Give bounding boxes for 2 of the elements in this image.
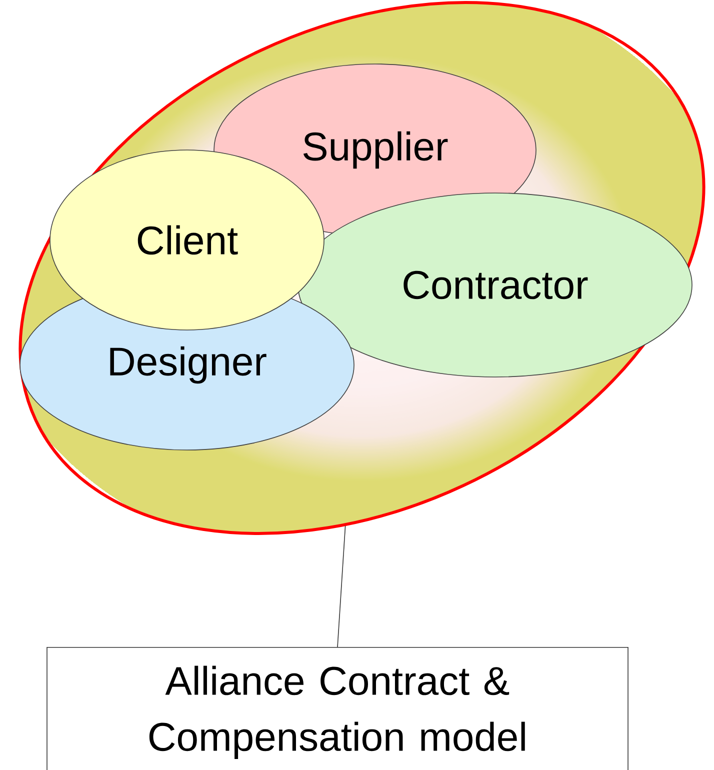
leader-line bbox=[337, 526, 346, 648]
text-box: Alliance Contract & Compensation model bbox=[46, 647, 628, 770]
